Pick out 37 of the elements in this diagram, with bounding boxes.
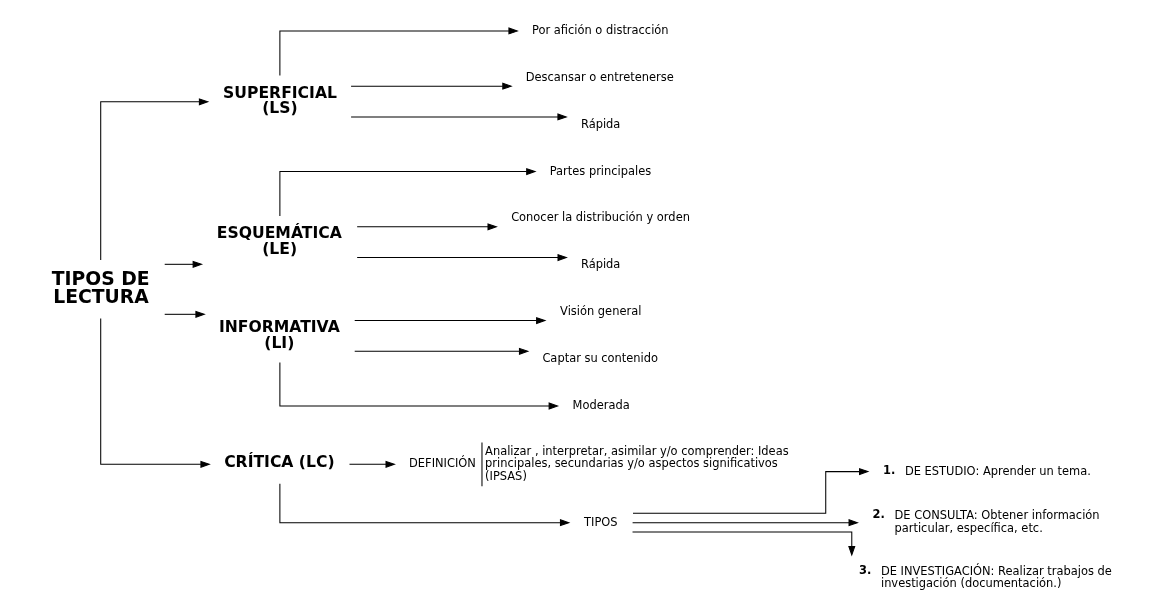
node-text: Por afición o distracción [531,22,669,37]
arrow [632,531,856,557]
arrow [164,260,204,268]
node-text: SUPERFICIAL (LS) [223,83,337,118]
arrow [632,519,859,527]
node-text: TIPOS DE LECTURA [51,267,150,308]
arrow [356,223,498,231]
node-text: Visión general [560,304,642,319]
arrow [350,113,568,121]
arrow [100,98,210,261]
node-text: Descansar o entretenerse [525,69,674,84]
node-text: CRÍTICA (LC) [224,453,335,472]
node-text: Rápida [580,257,621,272]
arrow [348,460,396,468]
arrow [279,483,571,527]
node-text: TIPOS [584,514,618,529]
node-text: Moderada [572,397,630,412]
arrow [632,467,870,514]
node-text: 2. DE CONSULTA: Obtener información particular, específica, etc. [872,507,1100,535]
node-text: Captar su contenido [542,351,659,366]
arrow [356,253,568,262]
arrow [350,82,513,90]
arrow [100,318,211,468]
node-text: Rápida [580,116,621,131]
node-text: Partes principales [549,163,652,178]
arrow [354,316,547,325]
arrow [354,347,530,355]
node-text: Conocer la distribución y orden [511,210,690,225]
node-text: 1. DE ESTUDIO: Aprender un tema. [883,462,1091,478]
node-text: INFORMATIVA (LI) [218,318,340,352]
arrow [279,27,519,76]
arrow [279,167,537,217]
node-text: DEFINICIÓN Analizar , interpretar, asimilar y/o comprender: Ideas principales, secundarias y/o aspectos significativos (IPSAS) [409,443,789,483]
node-text: 3. DE INVESTIGACIÓN: Realizar trabajos de investigación (documentación.) [859,562,1112,591]
node-text: ESQUEMÁTICA (LE) [216,224,342,258]
arrow [164,310,206,318]
arrow [279,362,560,410]
